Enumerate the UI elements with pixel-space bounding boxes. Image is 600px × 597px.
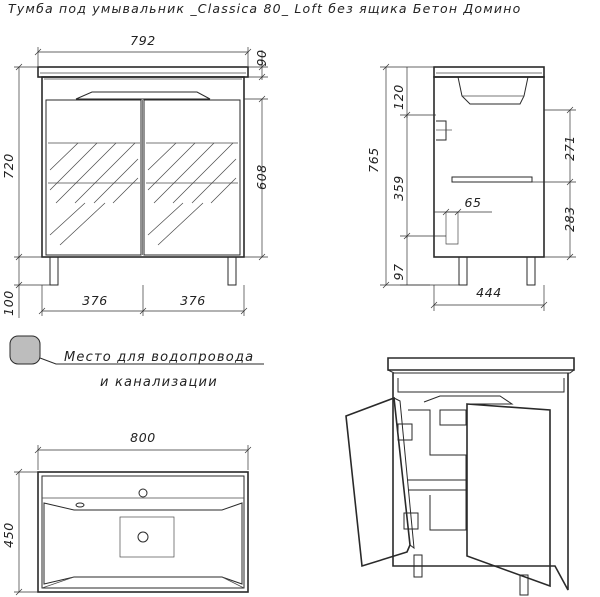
- iso-handle-groove: [423, 395, 514, 405]
- top-drain-area: [119, 516, 175, 558]
- side-view: 765 120 359 97 271 283 65: [366, 63, 577, 311]
- top-faucet-hole: [138, 488, 148, 498]
- side-pipe: [436, 120, 447, 141]
- dim-side-pipe: 65: [464, 195, 481, 210]
- iso-top-slab: [387, 357, 575, 371]
- dim-side-leg: 97: [391, 263, 406, 280]
- dim-top-depth: 450: [1, 522, 16, 548]
- drawing-title: Тумба под умывальник _Classica 80_ Loft …: [8, 1, 521, 16]
- utility-area-symbol: [9, 335, 41, 365]
- front-handle-groove: [75, 91, 211, 100]
- top-overflow: [75, 502, 85, 508]
- top-outline: [37, 471, 249, 593]
- dim-front-total: 720: [1, 153, 16, 179]
- perspective-view: [345, 357, 575, 596]
- dim-front-leg: 100: [1, 290, 16, 316]
- side-lower-pipe: [445, 211, 459, 245]
- top-basin: [43, 502, 243, 585]
- iso-leg-right: [519, 574, 529, 596]
- iso-leg-left: [413, 554, 423, 578]
- top-view: 800 450: [1, 430, 252, 596]
- side-right-leg: [526, 256, 536, 286]
- front-right-leg: [227, 256, 237, 286]
- dim-front-width: 792: [130, 33, 156, 48]
- iso-right-door: [466, 403, 551, 588]
- front-right-door: [143, 99, 241, 256]
- dim-front-left-door: 376: [82, 293, 108, 308]
- iso-left-door: [345, 396, 411, 568]
- note-line1: Место для водопровода: [64, 350, 254, 365]
- side-top-slab: [433, 66, 545, 78]
- front-cabinet-body: [41, 76, 245, 258]
- iso-hinge-top: [397, 423, 413, 441]
- dim-side-depth: 444: [476, 285, 502, 300]
- iso-pipe: [439, 409, 467, 426]
- side-left-leg: [458, 256, 468, 286]
- dim-side-upper: 271: [562, 135, 577, 161]
- note-line2: и канализации: [100, 375, 218, 390]
- dim-front-right-door: 376: [180, 293, 206, 308]
- front-top-slab: [37, 66, 249, 78]
- top-drain: [137, 531, 149, 543]
- front-left-door: [45, 99, 142, 256]
- dim-front-top: 90: [254, 49, 269, 66]
- iso-hinge-bottom: [403, 512, 419, 530]
- side-basin: [457, 76, 529, 105]
- note: Место для водопровода и канализации: [9, 335, 264, 390]
- iso-interior-back: [408, 409, 467, 531]
- dim-side-top-offset: 120: [391, 84, 406, 110]
- dim-side-total: 765: [366, 147, 381, 173]
- front-left-leg: [49, 256, 59, 286]
- dim-side-middle: 359: [391, 175, 406, 201]
- dim-side-lower: 283: [562, 206, 577, 232]
- side-shelf: [451, 176, 533, 183]
- dim-top-width: 800: [130, 430, 156, 445]
- front-view: 792 90 720 608 100 376 376: [1, 33, 269, 318]
- iso-inner-top: [397, 378, 565, 393]
- front-right-hatch: [147, 142, 237, 246]
- front-left-hatch: [49, 142, 139, 246]
- iso-shelf: [408, 479, 467, 491]
- dim-front-door: 608: [254, 164, 269, 190]
- side-body: [433, 76, 545, 258]
